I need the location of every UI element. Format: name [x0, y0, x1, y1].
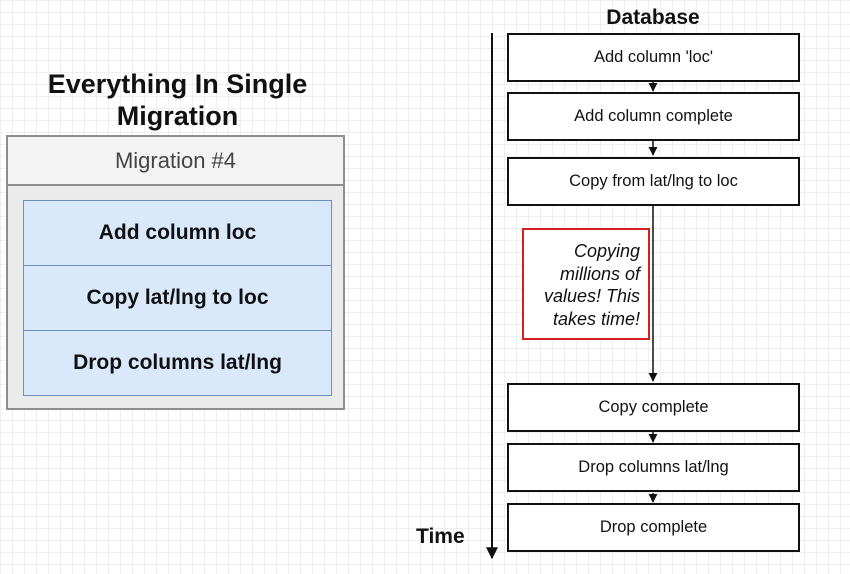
time-label: Time	[416, 525, 465, 548]
step-box-drop-complete: Drop complete	[507, 503, 800, 552]
title-line-2: Migration	[116, 101, 239, 131]
migration-step-copy: Copy lat/lng to loc	[24, 266, 331, 331]
title-line-1: Everything In Single	[47, 69, 308, 99]
migration-steps: Add column loc Copy lat/lng to loc Drop …	[23, 200, 332, 396]
step-box-copy-complete: Copy complete	[507, 383, 800, 432]
migration-panel: Migration #4 Add column loc Copy lat/lng…	[6, 135, 345, 410]
note-line-2: millions of	[559, 263, 640, 284]
note-line-4: takes time!	[552, 308, 640, 329]
migration-step-add-column: Add column loc	[24, 201, 331, 266]
migration-panel-title: Migration #4	[8, 137, 343, 186]
step-box-add-column-loc: Add column 'loc'	[507, 33, 800, 82]
diagram-title: Everything In Single Migration	[20, 68, 335, 132]
migration-step-drop-columns: Drop columns lat/lng	[24, 331, 331, 395]
database-label: Database	[606, 6, 700, 29]
time-warning-note: Copying millions of values! This takes t…	[522, 228, 650, 340]
step-box-drop-columns: Drop columns lat/lng	[507, 443, 800, 492]
step-box-add-column-complete: Add column complete	[507, 92, 800, 141]
note-line-1: Copying	[573, 241, 640, 261]
step-box-copy-from: Copy from lat/lng to loc	[507, 157, 800, 206]
note-line-3: values! This	[543, 286, 640, 306]
